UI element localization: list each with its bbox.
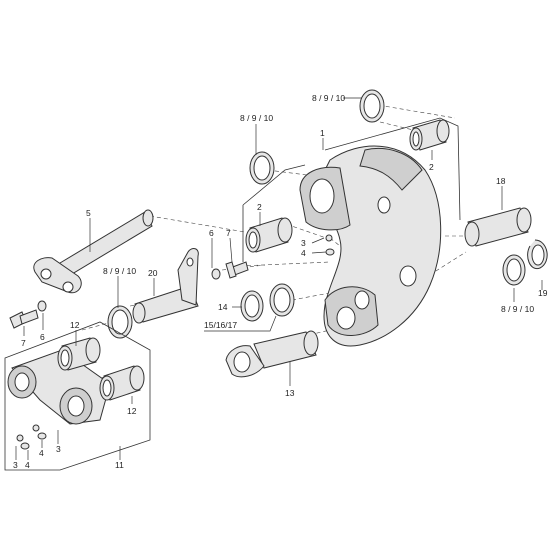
callout-8-9-10-right: 8 / 9 / 10 — [501, 304, 534, 314]
callout-12-bottom: 12 — [127, 406, 137, 416]
bushing-part-right — [409, 119, 450, 151]
bushing-part-mid — [245, 217, 293, 253]
nut-part-6-left — [37, 300, 47, 312]
callout-3-left: 3 — [13, 460, 18, 470]
ring-part-top — [359, 89, 385, 123]
ring-part-14 — [240, 290, 264, 322]
main-bracket-part — [299, 145, 442, 347]
callout-8-9-10-top: 8 / 9 / 10 — [312, 93, 345, 103]
pin-part-18 — [464, 207, 532, 247]
bushing-part-12-top — [57, 337, 101, 371]
nut-part-6-mid — [211, 268, 221, 280]
ring-part-right — [502, 254, 526, 286]
circlip-part-19 — [527, 239, 548, 270]
callout-20: 20 — [148, 268, 158, 278]
bolt-part-7-mid — [225, 261, 249, 279]
callout-6-mid: 6 — [209, 228, 214, 238]
pin-part-20 — [132, 248, 199, 324]
callout-7-left: 7 — [21, 338, 26, 348]
callout-6-left: 6 — [40, 332, 45, 342]
grease-fitting-mid — [325, 234, 335, 256]
grease-fitting-left — [16, 434, 30, 450]
ring-part-15-16-17 — [269, 283, 295, 317]
callout-13: 13 — [285, 388, 295, 398]
bolt-part-7-left — [9, 309, 39, 329]
callout-3-mid: 3 — [301, 238, 306, 248]
callout-8-9-10-mid: 8 / 9 / 10 — [103, 266, 136, 276]
callout-4-right: 4 — [39, 448, 44, 458]
callout-19: 19 — [538, 288, 548, 298]
part-11-group-frame — [4, 321, 151, 471]
callout-4-left: 4 — [25, 460, 30, 470]
callout-2-right: 2 — [429, 162, 434, 172]
callout-12-top: 12 — [70, 320, 80, 330]
callout-7-mid: 7 — [226, 228, 231, 238]
callout-11: 11 — [115, 460, 124, 470]
callout-5: 5 — [86, 208, 91, 218]
part-1-group-frame — [242, 117, 461, 262]
grease-fitting-right — [32, 424, 47, 440]
sleeve-part-13 — [225, 330, 319, 378]
callout-18: 18 — [496, 176, 506, 186]
callout-8-9-10-left: 8 / 9 / 10 — [240, 113, 273, 123]
link-part-11 — [7, 349, 111, 425]
callout-4-mid: 4 — [301, 248, 306, 258]
callout-3-right: 3 — [56, 444, 61, 454]
ring-part-left — [249, 151, 275, 185]
callout-2-mid: 2 — [257, 202, 262, 212]
callout-1: 1 — [320, 128, 325, 138]
callout-labels: 8 / 9 / 10 1 8 / 9 / 10 2 2 18 3 4 5 6 7… — [13, 93, 548, 470]
pin-part-5 — [33, 209, 154, 294]
callout-15-16-17: 15/16/17 — [204, 320, 237, 330]
callout-14: 14 — [218, 302, 228, 312]
bushing-part-12-bottom — [99, 365, 145, 401]
leader-lines — [15, 97, 543, 460]
